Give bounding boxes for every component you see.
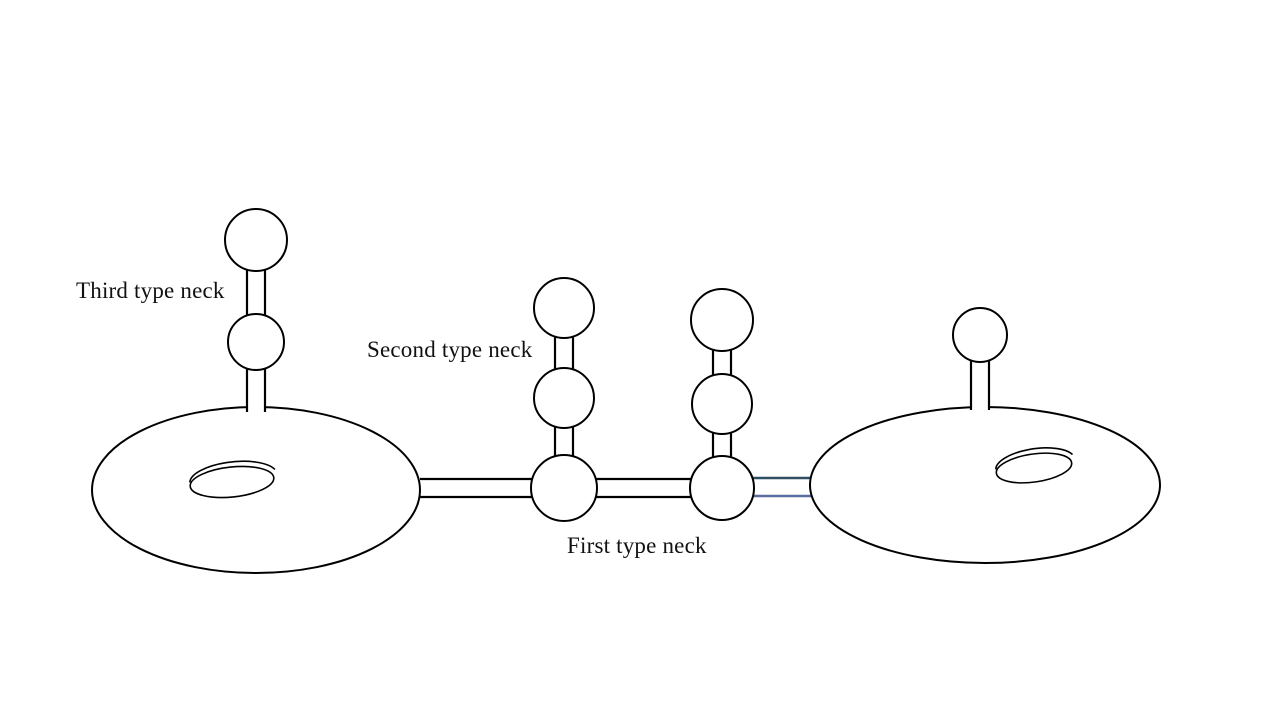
first-chain-circle-bottom [689,455,755,521]
second-chain-circle-top [533,277,595,339]
right-stub-tube [969,358,991,410]
label-third-type-neck: Third type neck [76,278,225,303]
first-chain-circle-top [690,288,754,352]
first-neck-tube-lower [711,430,733,461]
left-surface-hole [189,460,276,499]
neck-left-fill [420,479,532,497]
right-genus-surface [809,406,1161,564]
third-neck-tube-lower [245,366,267,412]
label-first-type-neck: First type neck [567,533,707,558]
third-tube-upper-fill [247,266,265,318]
third-tube-lower-fill [247,366,265,412]
left-hole-ellipse [189,465,275,499]
third-neck-tube-upper [245,266,267,318]
right-hole-arc [995,447,1074,470]
first-chain-circle-middle [691,373,753,435]
second-tube-upper-fill [555,334,573,372]
first-type-neck-chain [689,288,755,521]
label-second-type-neck: Second type neck [367,337,533,362]
left-surface-body [91,406,421,574]
horizontal-connectors-group [420,476,818,499]
right-stub-circle [952,307,1008,363]
first-neck-tube-upper [711,347,733,379]
first-tube-upper-fill [713,347,731,379]
left-hole-arc [189,460,276,483]
third-chain-circle-middle [227,313,285,371]
right-stub-tube-fill [971,358,989,410]
neck-right-fill [753,478,816,496]
first-tube-lower-fill [713,430,731,461]
third-chain-circle-top [224,208,288,272]
second-type-neck-chain [530,277,598,522]
neck-middle-fill [596,479,691,497]
second-neck-tube-upper [553,334,575,372]
diagram-labels-group: Third type neck Second type neck First t… [76,278,707,558]
horizontal-neck-left [420,477,532,499]
second-chain-circle-bottom [530,454,598,522]
third-type-neck-chain [224,208,288,412]
right-surface-stub-chain [952,307,1008,410]
right-surface-body [809,406,1161,564]
right-surface-hole [995,447,1074,484]
second-neck-tube-lower [553,424,575,460]
second-tube-lower-fill [555,424,573,460]
horizontal-neck-right-blue [753,476,818,498]
right-hole-ellipse [995,452,1073,484]
left-genus-surface [91,406,421,574]
horizontal-neck-middle [596,477,691,499]
second-chain-circle-middle [533,367,595,429]
